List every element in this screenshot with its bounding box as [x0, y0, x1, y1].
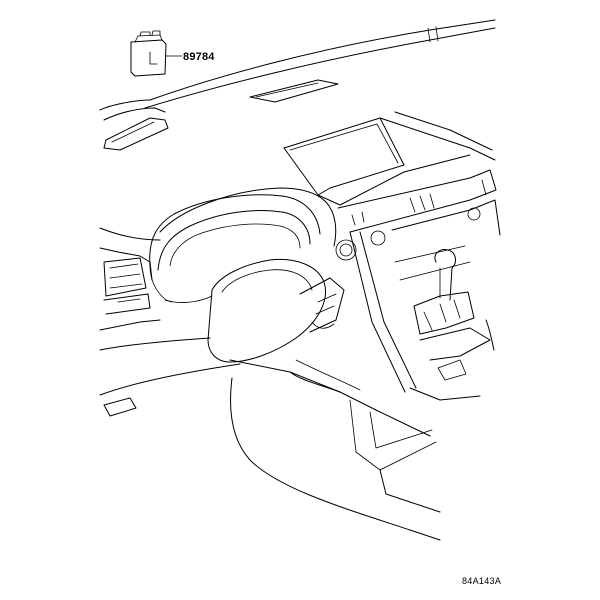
steering-wheel: [207, 258, 345, 363]
dashboard-left: [99, 227, 241, 417]
illustration-code: 84A143A: [462, 576, 502, 586]
ecu-module-icon[interactable]: [130, 30, 167, 77]
dashboard-top-edge: [99, 19, 496, 121]
navigation-display: [283, 111, 496, 206]
gear-shifter: [413, 249, 495, 381]
side-vent-left: [103, 117, 169, 151]
defroster-vent: [249, 79, 339, 103]
center-stack: [335, 169, 501, 393]
instrument-cluster: [149, 187, 337, 303]
part-number-label[interactable]: 89784: [183, 51, 215, 63]
lower-dashboard: [229, 359, 481, 541]
